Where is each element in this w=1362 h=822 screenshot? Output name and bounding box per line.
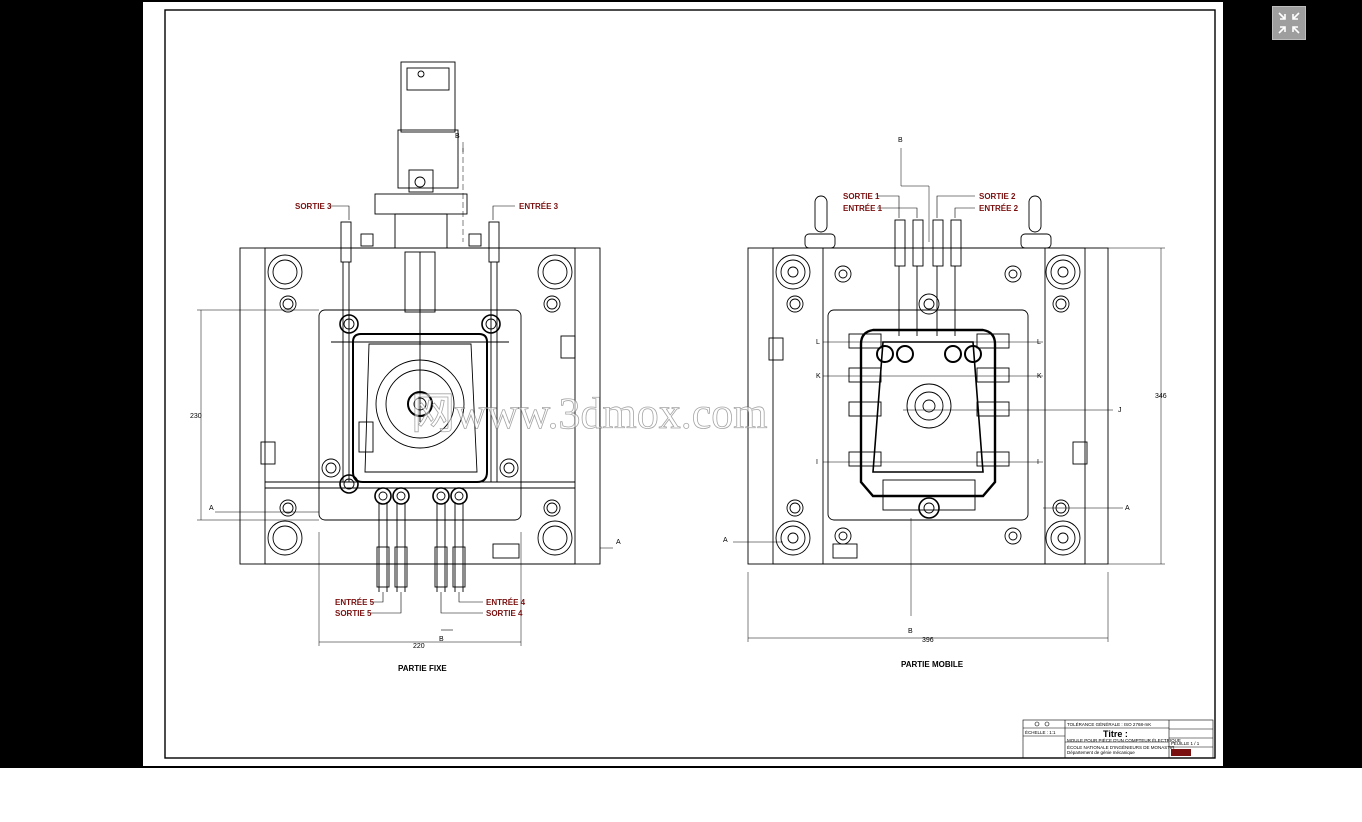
view-title-mobile: PARTIE MOBILE <box>901 660 964 669</box>
dim-left-width: 220 <box>413 643 425 650</box>
titre-label: Titre : <box>1103 729 1128 739</box>
label-entree-2: ENTRÉE 2 <box>979 204 1019 213</box>
section-mark-l: L <box>816 339 820 346</box>
section-mark-a: A <box>209 505 214 512</box>
drawing-sheet: SORTIE 3 ENTRÉE 3 SORTIE 1 ENTRÉE 1 SORT… <box>143 2 1223 766</box>
label-sortie-5: SORTIE 5 <box>335 609 372 618</box>
section-mark-b: B <box>455 133 460 140</box>
watermark: 网www.3dmox.com <box>411 389 767 438</box>
label-sortie-2: SORTIE 2 <box>979 192 1016 201</box>
label-entree-1: ENTRÉE 1 <box>843 204 883 213</box>
section-mark-a: A <box>1125 505 1130 512</box>
tolerance-text: TOLÉRANCE GÉNÉRALE : ISO 2768-mK <box>1067 721 1151 727</box>
section-mark-j: J <box>1118 407 1122 414</box>
section-mark-i: I <box>1037 459 1039 466</box>
sheet-number: FEUILLE 1 / 1 <box>1171 741 1200 746</box>
section-mark-i: I <box>816 459 818 466</box>
view-title-fixe: PARTIE FIXE <box>398 664 447 673</box>
fullscreen-collapse-icon <box>1278 12 1300 34</box>
label-entree-4: ENTRÉE 4 <box>486 598 526 607</box>
dim-left-height: 230 <box>190 413 202 420</box>
dim-right-height: 346 <box>1155 393 1167 400</box>
section-mark-b: B <box>439 636 444 643</box>
section-mark-k: K <box>1037 373 1042 380</box>
section-mark-b: B <box>908 628 913 635</box>
view-partie-fixe <box>197 61 613 646</box>
section-mark-b: B <box>898 137 903 144</box>
scale-text: ÉCHELLE : 1:1 <box>1025 729 1056 735</box>
title-block <box>1022 719 1214 759</box>
label-sortie-1: SORTIE 1 <box>843 192 880 201</box>
section-mark-a: A <box>616 539 621 546</box>
drawing-viewer: SORTIE 3 ENTRÉE 3 SORTIE 1 ENTRÉE 1 SORT… <box>0 0 1362 768</box>
section-mark-l: L <box>1037 339 1041 346</box>
section-mark-a: A <box>723 537 728 544</box>
label-sortie-4: SORTIE 4 <box>486 609 523 618</box>
label-entree-5: ENTRÉE 5 <box>335 598 375 607</box>
label-entree-3: ENTRÉE 3 <box>519 202 559 211</box>
technical-drawing: SORTIE 3 ENTRÉE 3 SORTIE 1 ENTRÉE 1 SORT… <box>164 9 1216 759</box>
department-name: Département de génie mécanique <box>1067 750 1135 755</box>
view-partie-mobile <box>733 148 1165 642</box>
drawing-title: MOULE POUR PIÈCE D'UN COMPTEUR ÉLECTRIQU… <box>1067 737 1181 743</box>
section-mark-k: K <box>816 373 821 380</box>
dim-right-width: 396 <box>922 637 934 644</box>
label-sortie-3: SORTIE 3 <box>295 202 332 211</box>
school-name: ÉCOLE NATIONALE D'INGÉNIEURS DE MONASTIR <box>1067 744 1175 750</box>
fullscreen-toggle-button[interactable] <box>1272 6 1306 40</box>
